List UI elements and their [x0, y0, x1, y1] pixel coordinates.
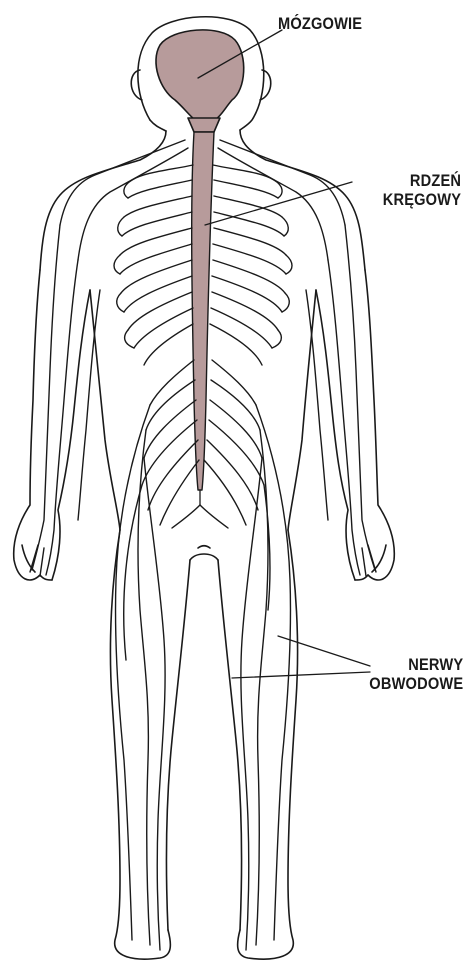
leader-lines: [198, 30, 370, 678]
spinal-cord-label-line1: RDZEŃ: [383, 171, 461, 190]
peripheral-nerves-label-line1: NERWY: [369, 655, 463, 674]
brain-shape: [156, 30, 244, 120]
spinal-cord-shape: [192, 132, 214, 490]
spinal-cord-label: RDZEŃ KRĘGOWY: [383, 171, 461, 209]
peripheral-nerves-label: NERWY OBWODOWE: [369, 655, 463, 693]
spinal-cord-label-line2: KRĘGOWY: [383, 190, 461, 209]
brain-label-text: MÓZGOWIE: [278, 14, 362, 33]
spine-leader-line: [205, 182, 352, 225]
nerves-leader-line-upper: [278, 636, 370, 666]
brainstem-shape: [188, 118, 220, 132]
nerves-leader-line-lower: [232, 672, 370, 678]
peripheral-nerves-label-line2: OBWODOWE: [369, 674, 463, 693]
brain-label: MÓZGOWIE: [278, 14, 362, 33]
